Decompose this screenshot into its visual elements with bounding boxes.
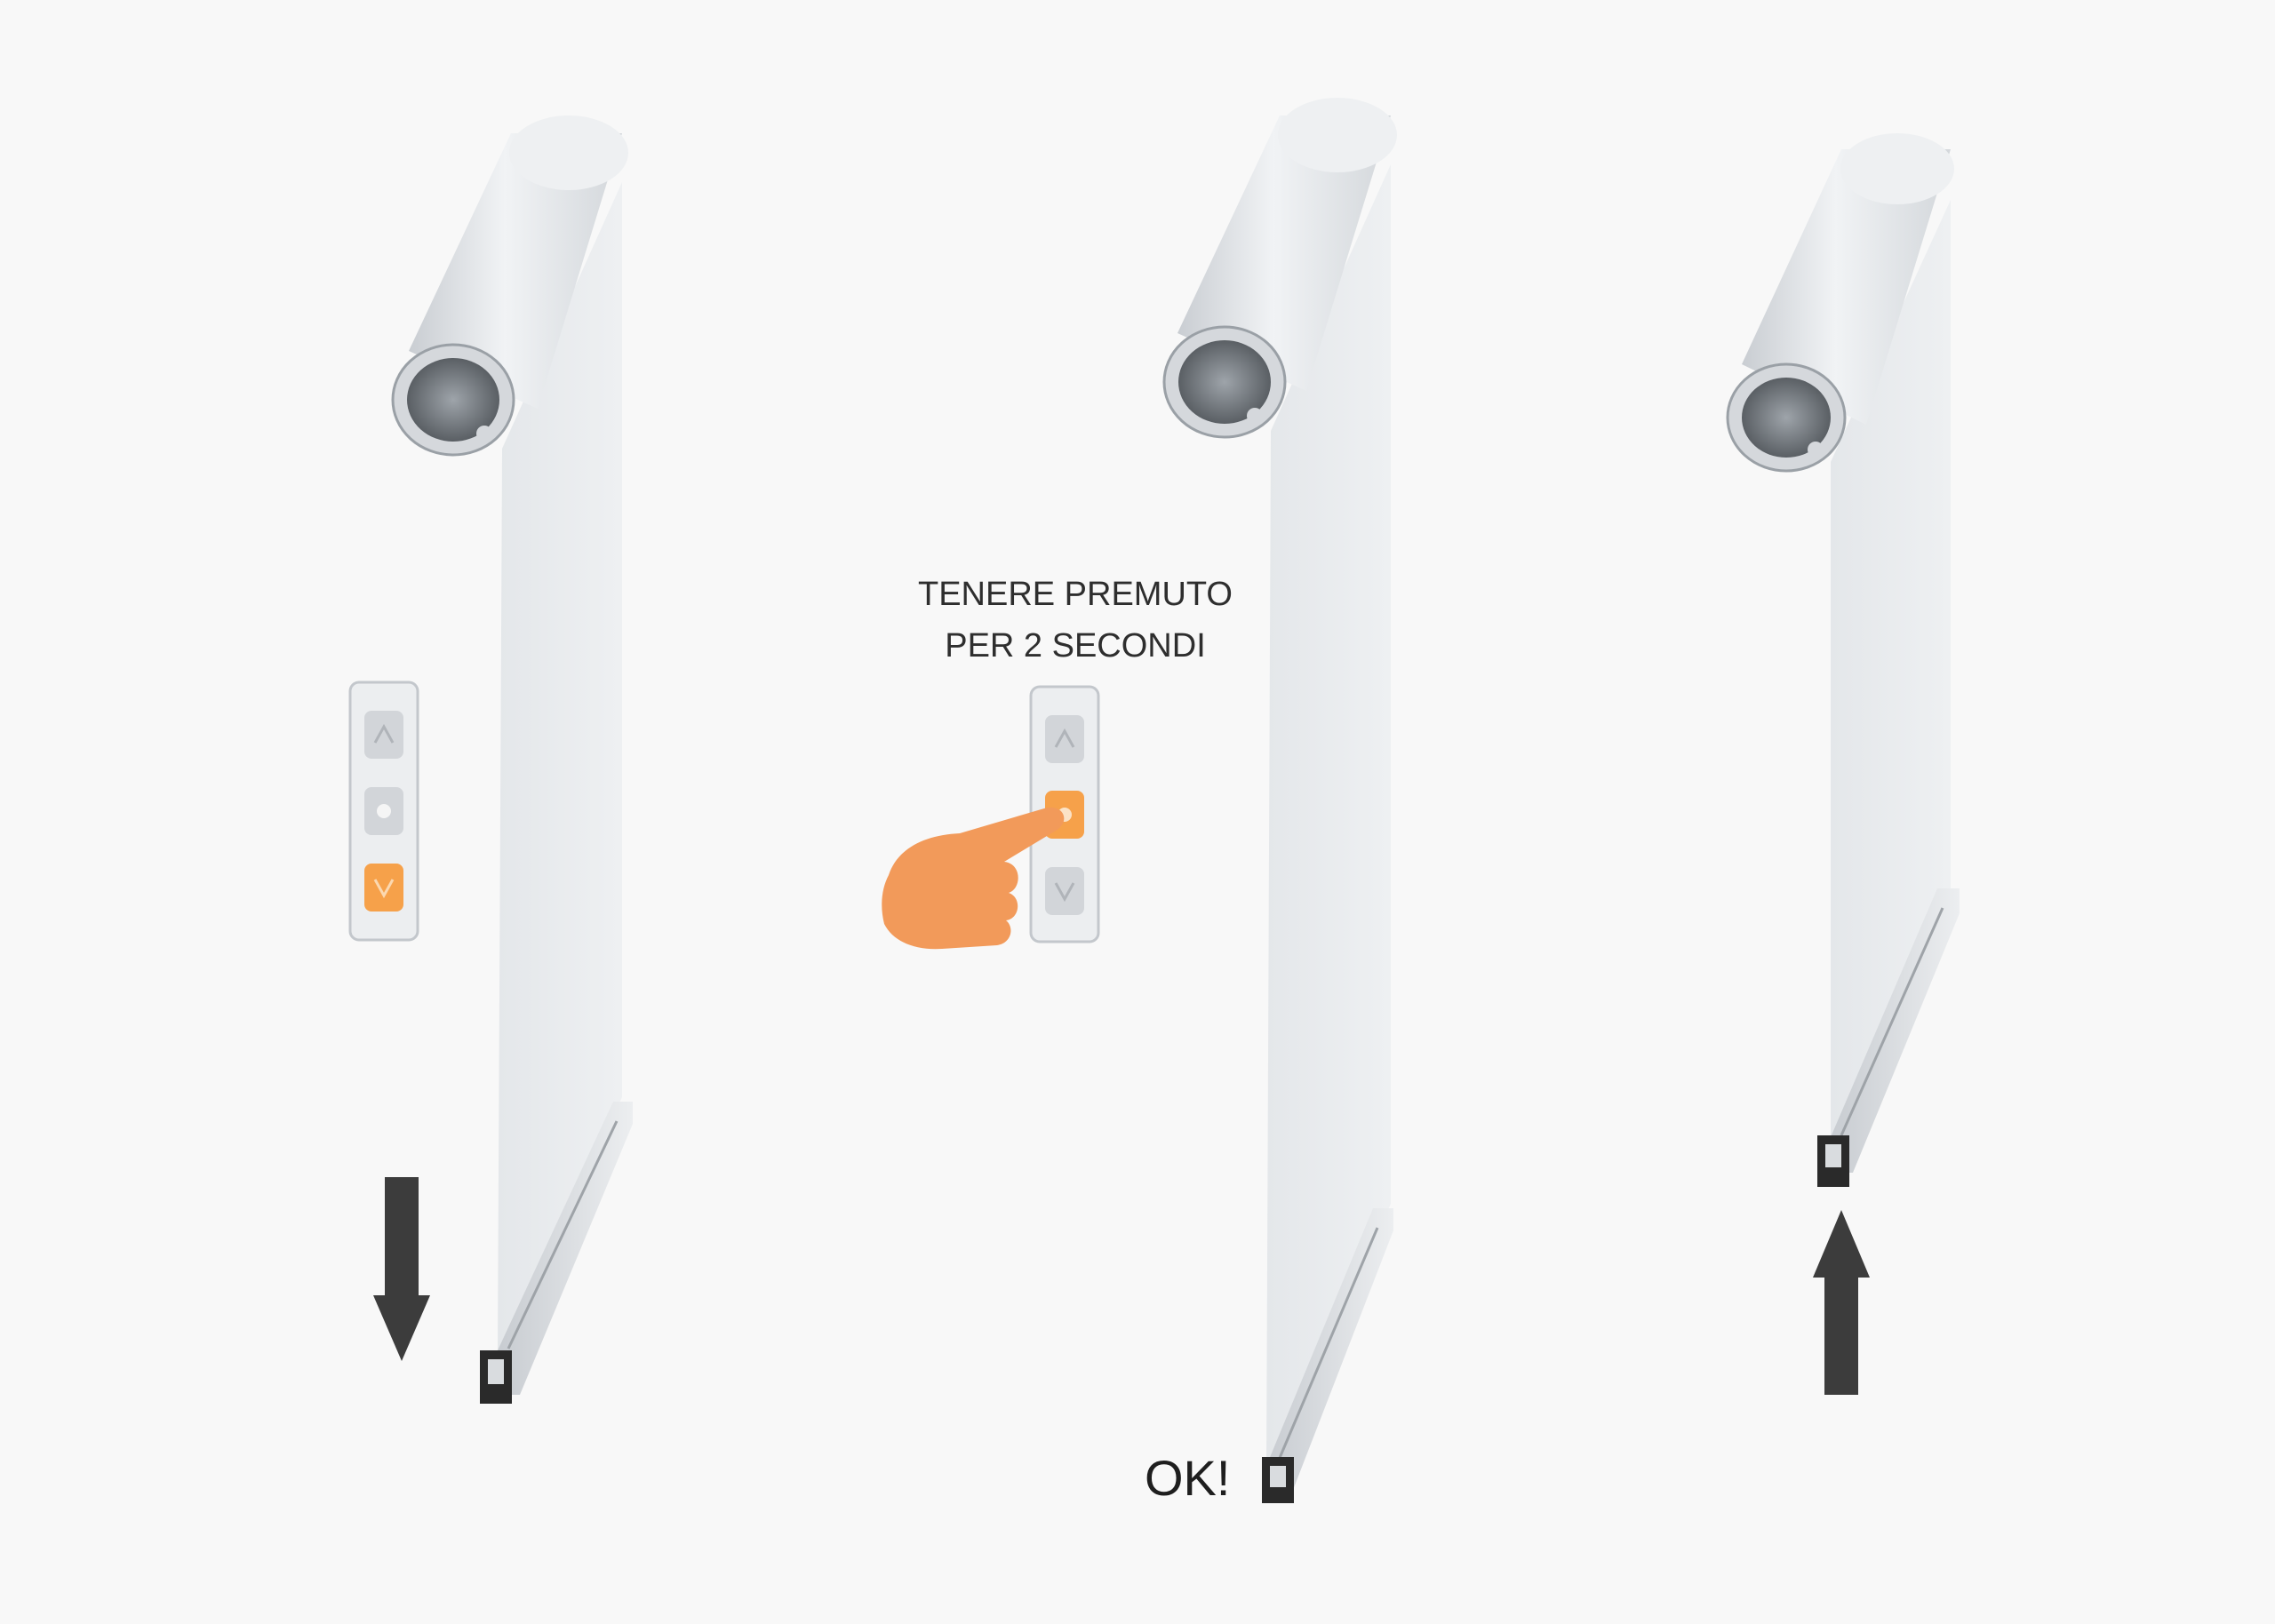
blind-1 — [391, 115, 633, 1404]
roller-tube-hollow — [1178, 340, 1271, 424]
hold-instruction-line-2: PER 2 SECONDI — [945, 627, 1206, 665]
hold-instruction: TENERE PREMUTO PER 2 SECONDI — [889, 569, 1262, 672]
wall-remote-1 — [348, 681, 419, 942]
blind-3 — [1726, 133, 1960, 1187]
confirmation-label: OK! — [1145, 1450, 1231, 1506]
remote-up-button — [364, 711, 403, 759]
fabric-panel — [1831, 200, 1951, 1137]
pointing-hand-icon — [882, 807, 1065, 950]
roller-tube-cap — [1278, 98, 1397, 172]
arrow-up-icon — [1813, 1210, 1870, 1395]
bottom-bar — [1831, 888, 1960, 1173]
blind-2 — [1162, 98, 1397, 1503]
fabric-panel — [498, 182, 622, 1350]
roller-tube-groove — [476, 426, 492, 442]
stop-dot-icon — [377, 804, 391, 818]
roller-tube-hollow — [407, 358, 499, 442]
remote-down-button-highlighted — [364, 864, 403, 912]
roller-tube-cap — [509, 115, 628, 190]
chevron-up-icon — [1054, 728, 1075, 748]
roller-tube-cap — [1840, 133, 1954, 204]
hold-instruction-line-1: TENERE PREMUTO — [917, 576, 1233, 613]
roller-tube-body — [1742, 149, 1951, 425]
roller-tube-body — [409, 133, 622, 409]
chevron-down-icon — [1054, 882, 1075, 903]
bottom-bar — [498, 1102, 633, 1395]
remote-down-button — [1045, 867, 1084, 915]
roller-tube-body — [1177, 115, 1391, 391]
roller-tube-groove — [1247, 408, 1263, 424]
roller-tube-groove — [1808, 442, 1824, 458]
bottom-bar — [1266, 1208, 1393, 1501]
arrow-down-icon — [373, 1177, 430, 1361]
chevron-down-icon — [373, 879, 395, 899]
roller-tube-hollow — [1742, 378, 1831, 458]
chevron-up-icon — [373, 723, 395, 744]
remote-up-button — [1045, 715, 1084, 763]
fabric-panel — [1266, 164, 1391, 1470]
